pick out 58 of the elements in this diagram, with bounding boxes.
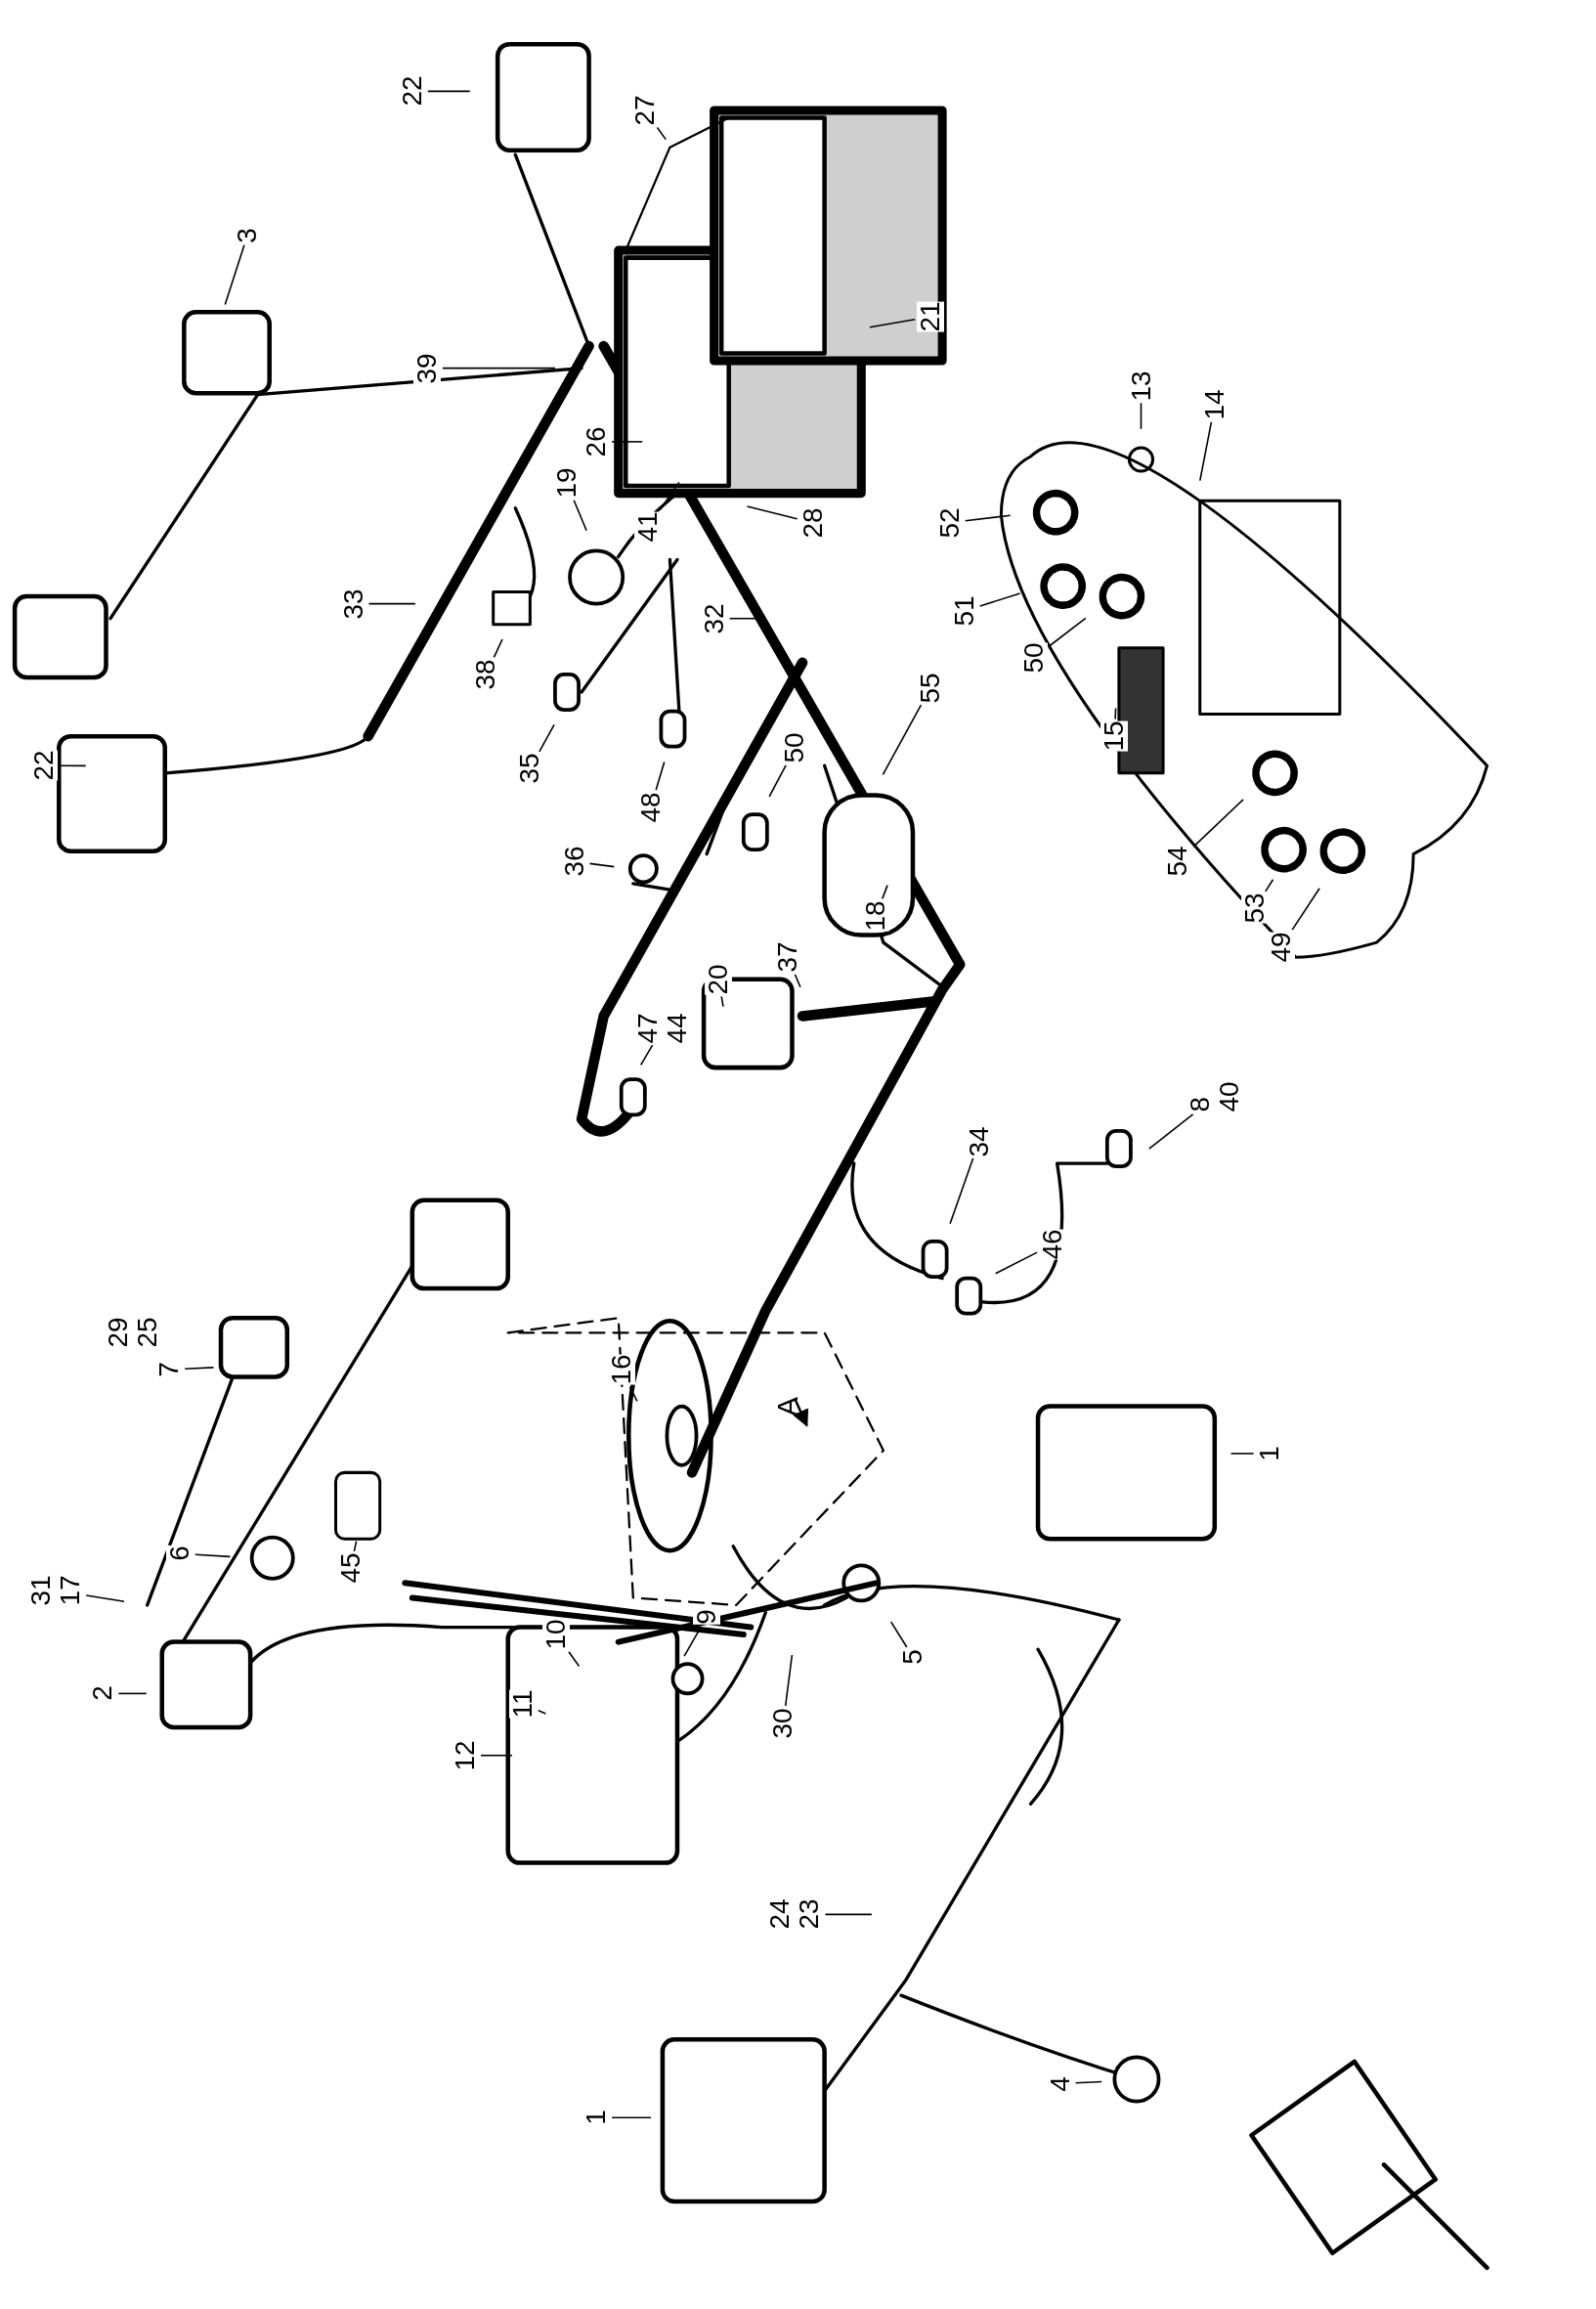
callout-number: 10 bbox=[542, 1619, 571, 1650]
leader-line bbox=[1048, 617, 1087, 647]
leader-line bbox=[367, 602, 416, 605]
leader-line bbox=[1148, 1113, 1194, 1150]
leader-line bbox=[768, 764, 787, 798]
leader-line bbox=[539, 723, 555, 753]
leader-line bbox=[655, 761, 666, 791]
leader-line bbox=[1291, 888, 1320, 931]
leader-line bbox=[994, 1251, 1038, 1275]
leader-line bbox=[480, 1754, 513, 1757]
leader-line bbox=[1229, 1453, 1255, 1455]
leader-line bbox=[720, 995, 724, 1008]
callout-number: 39 bbox=[412, 353, 441, 384]
leader-line bbox=[588, 862, 616, 868]
leader-line bbox=[493, 638, 503, 659]
leader-line bbox=[1265, 879, 1274, 893]
leader-line bbox=[184, 1367, 215, 1371]
leader-line bbox=[117, 1692, 148, 1695]
leader-line bbox=[611, 2116, 652, 2119]
leader-line bbox=[224, 244, 245, 306]
leader-line bbox=[1140, 402, 1143, 430]
leader-line bbox=[869, 318, 916, 328]
callout-number: 9 bbox=[693, 1609, 721, 1625]
leader-line bbox=[611, 441, 643, 443]
leader-line bbox=[659, 481, 680, 511]
leader-line bbox=[59, 764, 87, 767]
leader-line bbox=[568, 1650, 581, 1668]
leader-line bbox=[194, 1553, 232, 1558]
leader-line bbox=[949, 1157, 974, 1225]
leader-line bbox=[824, 1913, 873, 1916]
leader-line bbox=[427, 90, 471, 93]
leader-line bbox=[628, 1385, 638, 1403]
leader-line bbox=[1074, 2080, 1102, 2084]
leader-line bbox=[1192, 799, 1244, 848]
leader-line bbox=[784, 1654, 794, 1707]
leader-line bbox=[889, 1621, 908, 1648]
leader-line bbox=[882, 704, 923, 776]
leader-line bbox=[538, 1709, 547, 1715]
callout-number: 53 bbox=[1240, 893, 1269, 925]
leader-line bbox=[85, 1594, 125, 1602]
callout-number: 20 bbox=[705, 964, 733, 995]
leader-line bbox=[746, 505, 798, 520]
callout-number: 41 bbox=[633, 511, 662, 543]
callout-number: 49 bbox=[1267, 932, 1295, 963]
leader-line bbox=[353, 1540, 358, 1552]
leader-line bbox=[882, 884, 888, 900]
leader-line bbox=[573, 499, 587, 532]
leader-line bbox=[978, 592, 1021, 607]
leader-line bbox=[794, 974, 801, 988]
leader-line bbox=[442, 367, 556, 370]
leader-line bbox=[639, 1044, 654, 1067]
leader-line bbox=[656, 126, 667, 141]
callout-number: 21 bbox=[917, 301, 945, 332]
leader-line bbox=[964, 514, 1012, 522]
leader-line bbox=[683, 1626, 703, 1657]
leader-line bbox=[1199, 421, 1213, 482]
leader-line bbox=[1114, 707, 1117, 720]
callout-number: 15 bbox=[1100, 720, 1129, 752]
